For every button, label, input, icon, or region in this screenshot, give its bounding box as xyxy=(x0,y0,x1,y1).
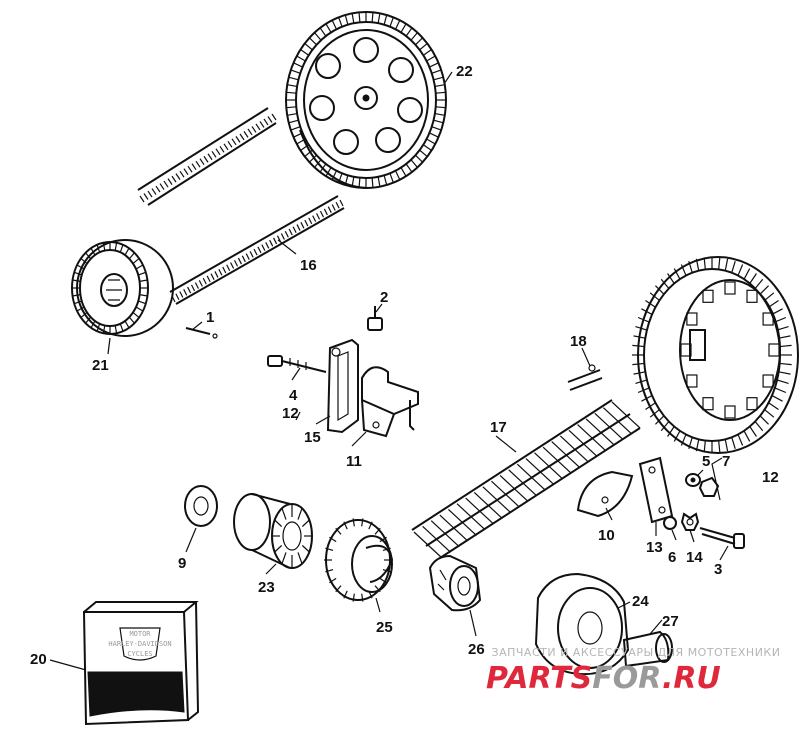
engine-sprocket xyxy=(324,518,394,602)
callout-23: 23 xyxy=(258,579,275,596)
watermark-tagline: ЗАПЧАСТИ И АКСЕССУАРЫ ДЛЯ МОТОТЕХНИКИ xyxy=(492,646,781,659)
primary-chain xyxy=(411,399,641,559)
leader-lines xyxy=(49,71,729,671)
watermark: ЗАПЧАСТИ И АКСЕССУАРЫ ДЛЯ МОТОТЕХНИКИ PA… xyxy=(486,646,780,696)
callout-4: 4 xyxy=(289,387,298,404)
callout-12-right: 12 xyxy=(762,469,779,486)
callout-14: 14 xyxy=(686,549,703,566)
adjuster-plate xyxy=(326,338,359,434)
watermark-brand: PARTSFOR.RU xyxy=(486,661,721,696)
callout-15: 15 xyxy=(304,429,321,446)
lock-washer xyxy=(680,512,700,531)
callout-22: 22 xyxy=(456,63,473,80)
shaft-extension xyxy=(428,554,482,612)
callout-2: 2 xyxy=(380,289,388,306)
clutch-kit-box: MOTOR HARLEY-DAVIDSON CYCLES xyxy=(82,601,200,726)
callout-13: 13 xyxy=(646,539,663,556)
callout-16: 16 xyxy=(300,257,317,274)
callout-25: 25 xyxy=(376,619,393,636)
transmission-pulley xyxy=(71,239,174,337)
callout-21: 21 xyxy=(92,357,109,374)
nut xyxy=(698,476,720,497)
chain-shoe xyxy=(576,470,634,518)
watermark-brand-tld: .RU xyxy=(662,661,721,696)
rear-pulley xyxy=(285,11,447,189)
callout-10: 10 xyxy=(598,527,615,544)
callout-6: 6 xyxy=(668,549,676,566)
bracket xyxy=(361,366,419,438)
clutch-hub xyxy=(233,493,313,569)
bolt-3 xyxy=(699,527,745,549)
washer-6 xyxy=(663,516,677,530)
callout-11: 11 xyxy=(346,453,362,470)
callout-24: 24 xyxy=(632,593,649,610)
callout-27: 27 xyxy=(662,613,679,630)
callout-7: 7 xyxy=(722,453,730,470)
tensioner-plate xyxy=(638,456,674,524)
drive-belt xyxy=(137,107,345,305)
watermark-brand-parts: PARTS xyxy=(486,661,592,696)
callout-1: 1 xyxy=(206,309,214,326)
callout-20: 20 xyxy=(30,651,47,668)
callout-18: 18 xyxy=(570,333,587,350)
spacer-washer xyxy=(184,485,218,527)
washer-5 xyxy=(685,473,701,487)
box-logo-bottom: CYCLES xyxy=(127,650,152,658)
box-logo-middle: HARLEY-DAVIDSON xyxy=(108,640,171,648)
callout-5: 5 xyxy=(702,453,710,470)
starter-clutch xyxy=(534,572,630,676)
watermark-brand-for: FOR xyxy=(592,661,662,696)
clutch-basket xyxy=(632,256,799,454)
bolt-2 xyxy=(367,306,383,331)
master-link xyxy=(567,364,603,391)
callout-3: 3 xyxy=(714,561,722,578)
callout-12-left: 12 xyxy=(282,405,299,422)
callout-9: 9 xyxy=(178,555,186,572)
callout-26: 26 xyxy=(468,641,485,658)
stud xyxy=(622,630,673,668)
bolt-4 xyxy=(267,355,327,373)
box-logo-top: MOTOR xyxy=(129,630,151,638)
pin xyxy=(185,327,218,339)
callout-17: 17 xyxy=(490,419,507,436)
